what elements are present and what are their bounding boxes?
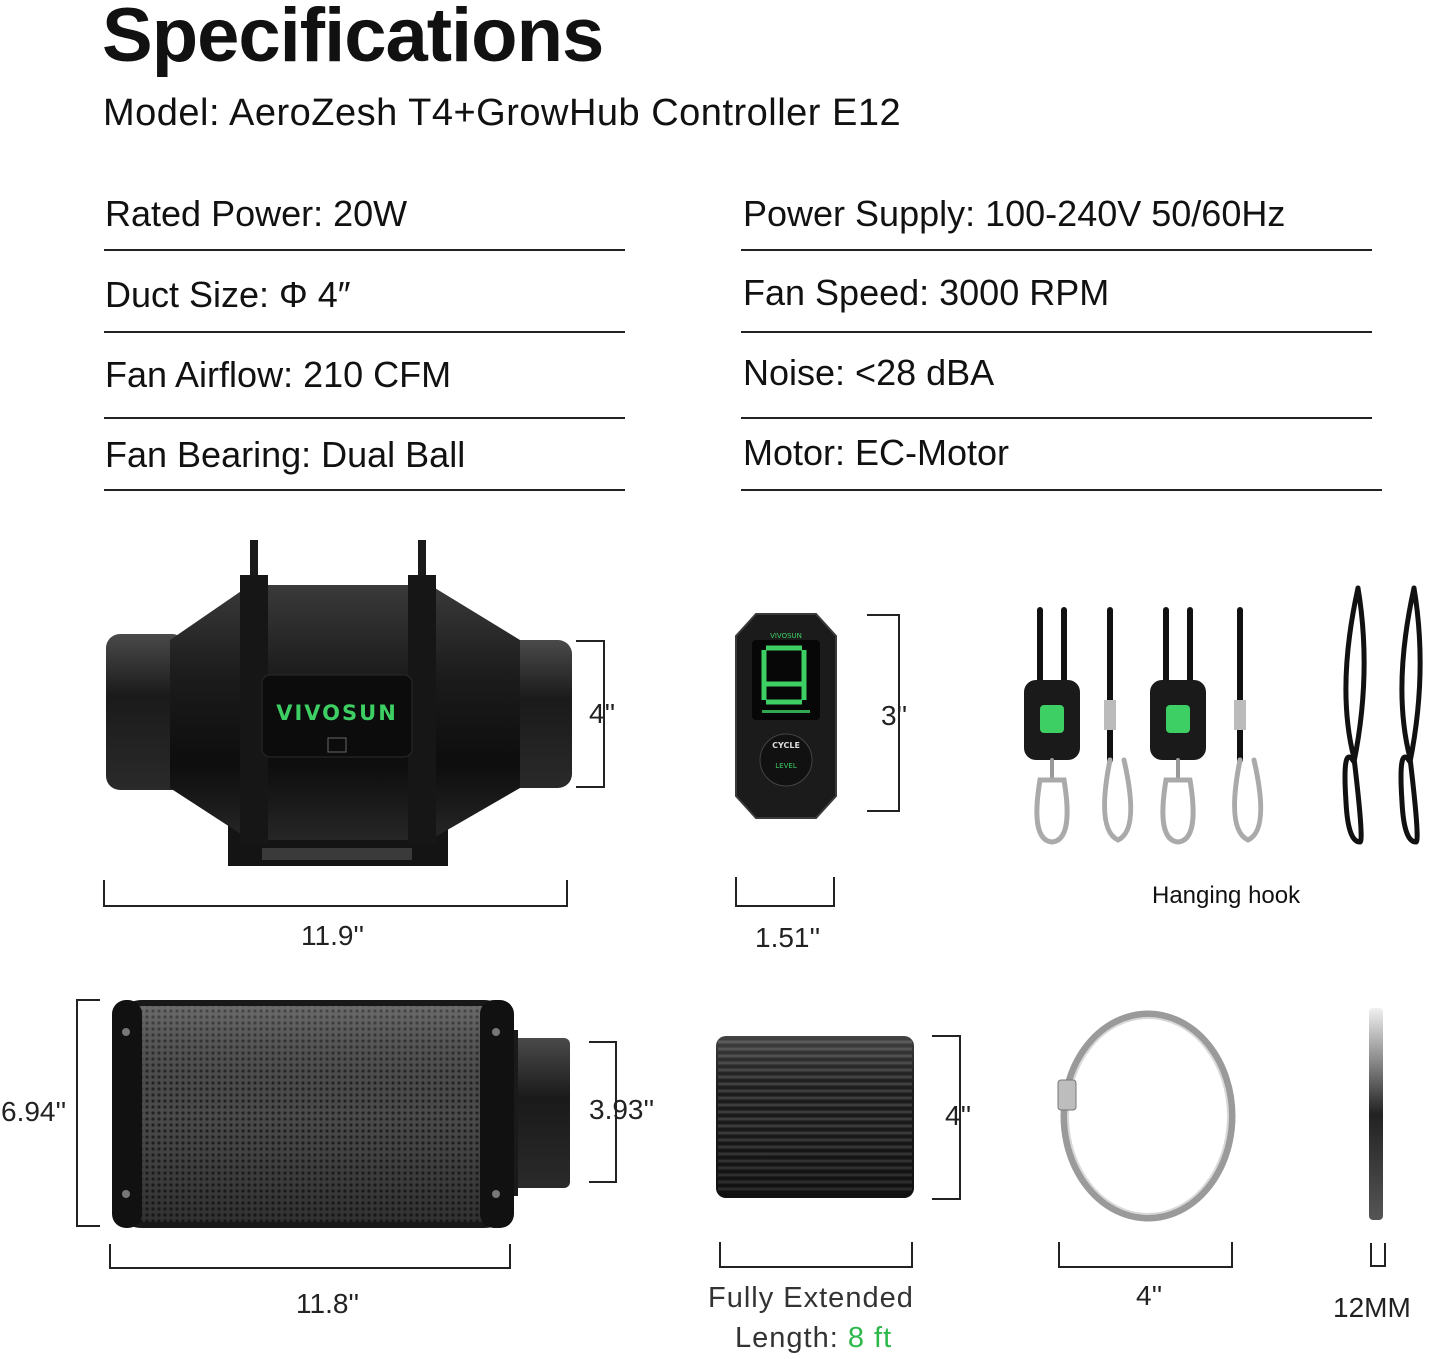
spec-duct-size: Duct Size: Φ 4″ [105,274,351,315]
divider [741,417,1372,419]
duct-length-label: Length: [735,1322,839,1354]
spec-power-supply: Power Supply: 100-240V 50/60Hz [743,193,1286,234]
controller-height-label: 3'' [881,700,908,731]
clamp-size-label: 4'' [1136,1280,1163,1311]
fan-length-bracket [103,880,568,907]
spec-motor: Motor: EC-Motor [743,432,1010,473]
duct-length-value: 8 ft [847,1322,893,1354]
spec-fan-bearing: Fan Bearing: Dual Ball [105,434,466,475]
controller-illustration: VIVOSUN CYCLE LEVEL [735,613,837,819]
tape-width-label: 12MM [1333,1292,1411,1323]
controller-width-bracket [735,877,835,907]
fan-height-bracket [576,640,605,788]
fan-illustration: VIVOSUN [106,540,572,866]
fan-height-label: 4'' [589,698,616,729]
divider [104,249,625,251]
carbon-filter-illustration [112,1000,570,1228]
duct-caption: Fully Extended [708,1282,914,1314]
controller-cycle-label: CYCLE [772,741,800,750]
divider [104,489,625,491]
svg-text:VIVOSUN: VIVOSUN [770,632,802,640]
divider [741,489,1382,491]
spec-fan-speed: Fan Speed: 3000 RPM [743,272,1110,313]
hanging-hook-label: Hanging hook [1152,882,1301,909]
fan-brand-logo: VIVOSUN [276,701,398,725]
filter-length-label: 11.8'' [296,1288,360,1319]
filter-height-label: 6.94'' [1,1096,67,1127]
tape-bracket [1370,1243,1386,1267]
spec-noise: Noise: <28 dBA [743,352,995,393]
duct-diameter-label: 4'' [945,1100,972,1131]
filter-length-bracket [109,1244,511,1269]
controller-width-label: 1.51'' [755,922,821,953]
divider [104,417,625,419]
fan-length-label: 11.9'' [301,920,365,951]
divider [104,331,625,333]
tape-illustration [1369,1008,1383,1220]
divider [741,249,1372,251]
page-title: Specifications [102,0,604,78]
duct-illustration [716,1036,914,1198]
controller-height-bracket [867,614,900,812]
controller-level-label: LEVEL [775,762,797,770]
duct-length-bracket [719,1242,913,1268]
clamp-illustration [1057,1010,1236,1222]
duct-length-row: Length: 8 ft [735,1322,892,1355]
duct-diameter-bracket [932,1035,961,1200]
filter-collar-label: 3.93'' [589,1094,655,1125]
model-line: Model: AeroZesh T4+GrowHub Controller E1… [103,92,902,134]
hanging-hooks-illustration [1024,585,1423,845]
filter-collar-bracket [589,1041,617,1183]
spec-fan-airflow: Fan Airflow: 210 CFM [105,354,452,395]
filter-height-bracket [76,999,100,1227]
spec-rated-power: Rated Power: 20W [105,193,408,234]
divider [741,331,1372,333]
clamp-bracket [1058,1242,1233,1268]
